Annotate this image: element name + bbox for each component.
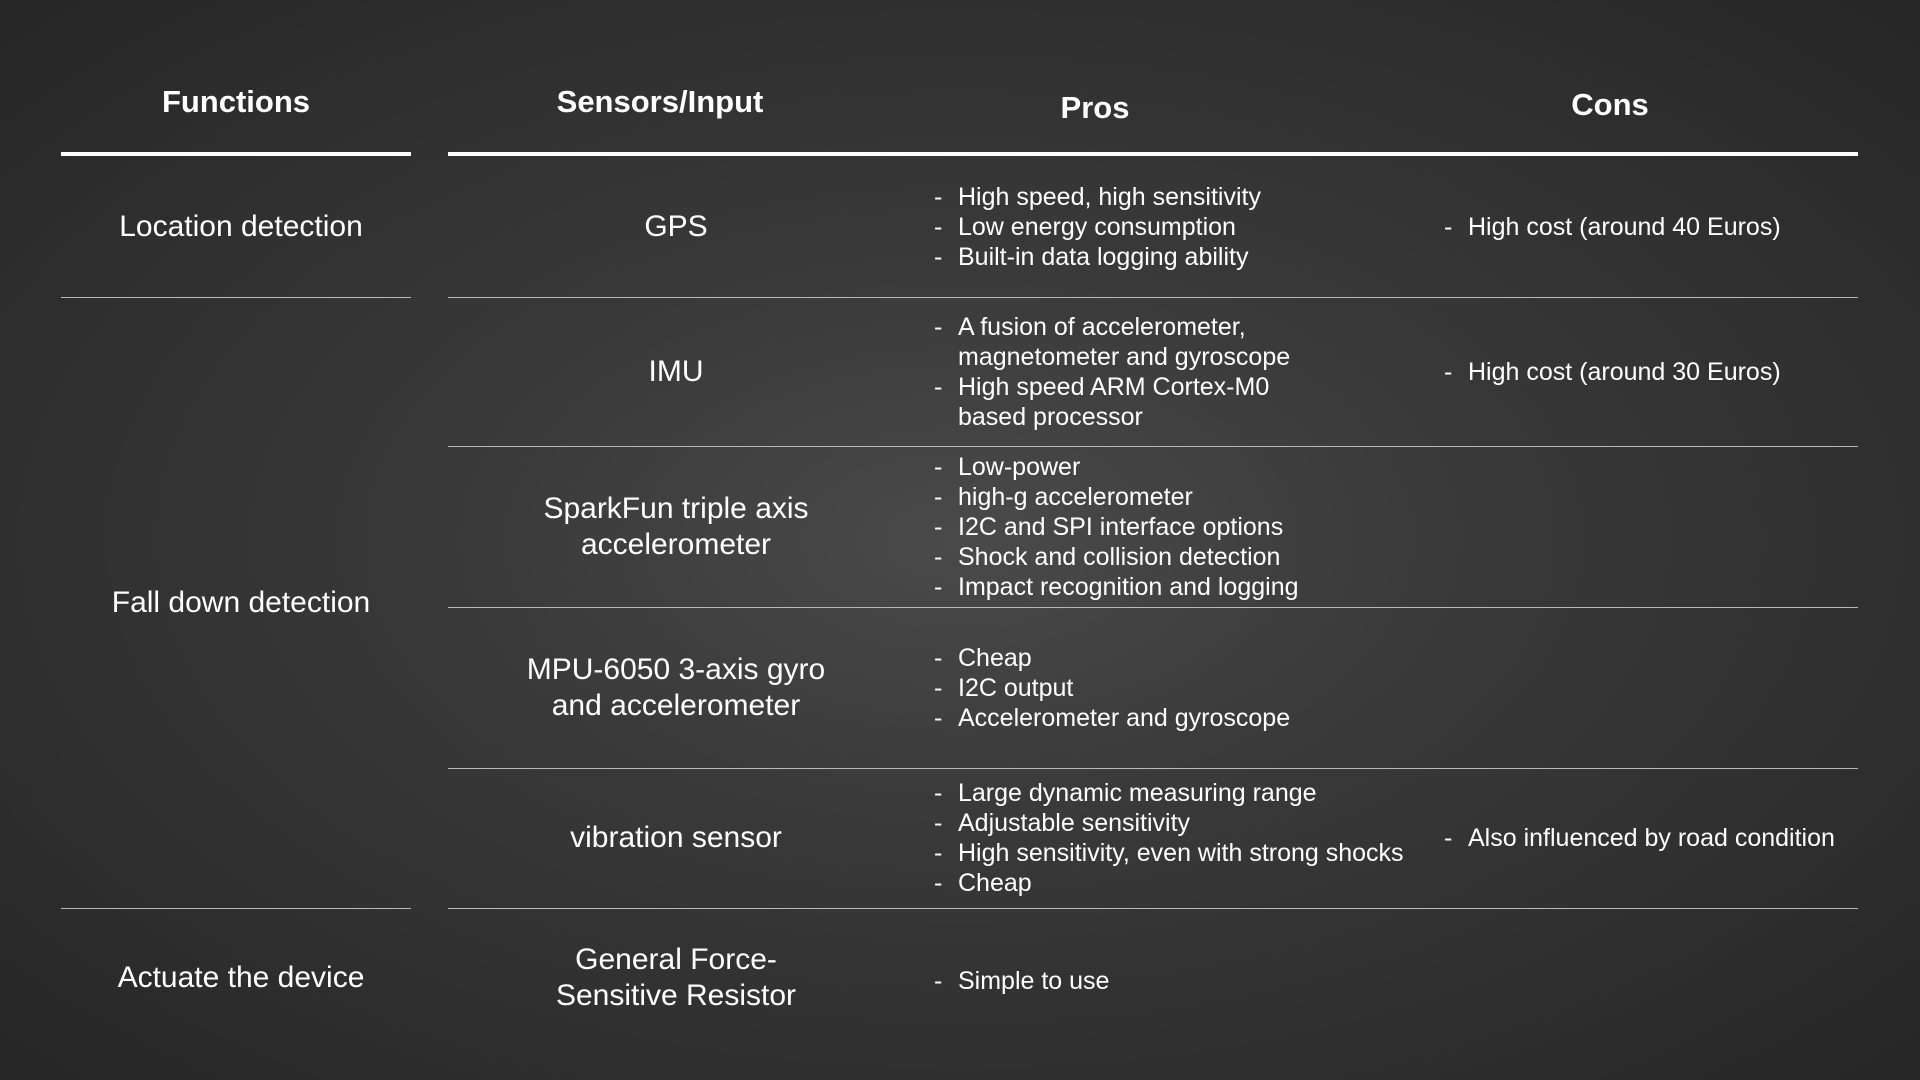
pros-item: -high-g accelerometer [934,482,1193,511]
cons-item: -High cost (around 40 Euros) [1444,212,1781,241]
pros-item: -Built-in data logging ability [934,242,1249,271]
pros-item: -High speed ARM Cortex-M0 based processo… [934,372,1270,431]
cons-list: -High cost (around 40 Euros) [1444,156,1864,297]
pros-item: -I2C and SPI interface options [934,512,1284,541]
header-rule-main [448,152,1858,156]
pros-item: -High sensitivity, even with strong shoc… [934,839,1404,867]
function-fall-down-detection: Fall down detection [111,585,371,619]
pros-item: -High speed, high sensitivity [934,182,1261,211]
pros-item: -Low energy consumption [934,212,1236,241]
sensor-force-sensitive-resistor: General Force-Sensitive Resistor [555,943,797,1012]
function-actuate-device: Actuate the device [117,961,365,994]
pros-item: -Low-power [934,452,1081,481]
function-location-detection: Location detection [119,209,363,243]
sensor-gps: GPS [644,209,708,243]
pros-list: -Simple to use [934,908,1414,1053]
header-cons: Cons [1571,87,1649,122]
sensor-imu: IMU [648,354,704,388]
pros-item: -A fusion of accelerometer, magnetometer… [934,312,1291,371]
pros-item: -Impact recognition and logging [934,572,1299,601]
pros-list: -High speed, high sensitivity -Low energ… [934,156,1414,297]
pros-item: -Cheap [934,869,1032,897]
pros-list: -Low-power -high-g accelerometer -I2C an… [934,446,1414,607]
function-divider [61,297,411,298]
sensor-vibration: vibration sensor [570,821,782,854]
row-divider [448,908,1858,909]
pros-list: -Large dynamic measuring range -Adjustab… [934,768,1424,908]
pros-item: -Large dynamic measuring range [934,779,1317,807]
cons-item: -High cost (around 30 Euros) [1444,357,1781,386]
cons-item: -Also influenced by road condition [1444,824,1835,852]
pros-list: -Cheap -I2C output -Accelerometer and gy… [934,607,1414,768]
cons-list: -Also influenced by road condition [1444,768,1874,908]
function-divider [61,908,411,909]
row-divider [448,446,1858,447]
row-divider [448,297,1858,298]
pros-list: -A fusion of accelerometer, magnetometer… [934,297,1294,446]
pros-item: -Simple to use [934,966,1110,995]
cons-list: -High cost (around 30 Euros) [1444,297,1864,446]
header-rule-functions [61,152,411,156]
row-divider [448,607,1858,608]
header-pros: Pros [1060,90,1130,125]
pros-item: -Shock and collision detection [934,542,1281,571]
pros-item: -I2C output [934,673,1074,702]
row-divider [448,768,1858,769]
header-functions: Functions [161,84,311,119]
pros-item: -Cheap [934,643,1032,672]
pros-item: -Adjustable sensitivity [934,809,1191,837]
pros-item: -Accelerometer and gyroscope [934,703,1291,732]
header-sensors: Sensors/Input [556,84,764,119]
